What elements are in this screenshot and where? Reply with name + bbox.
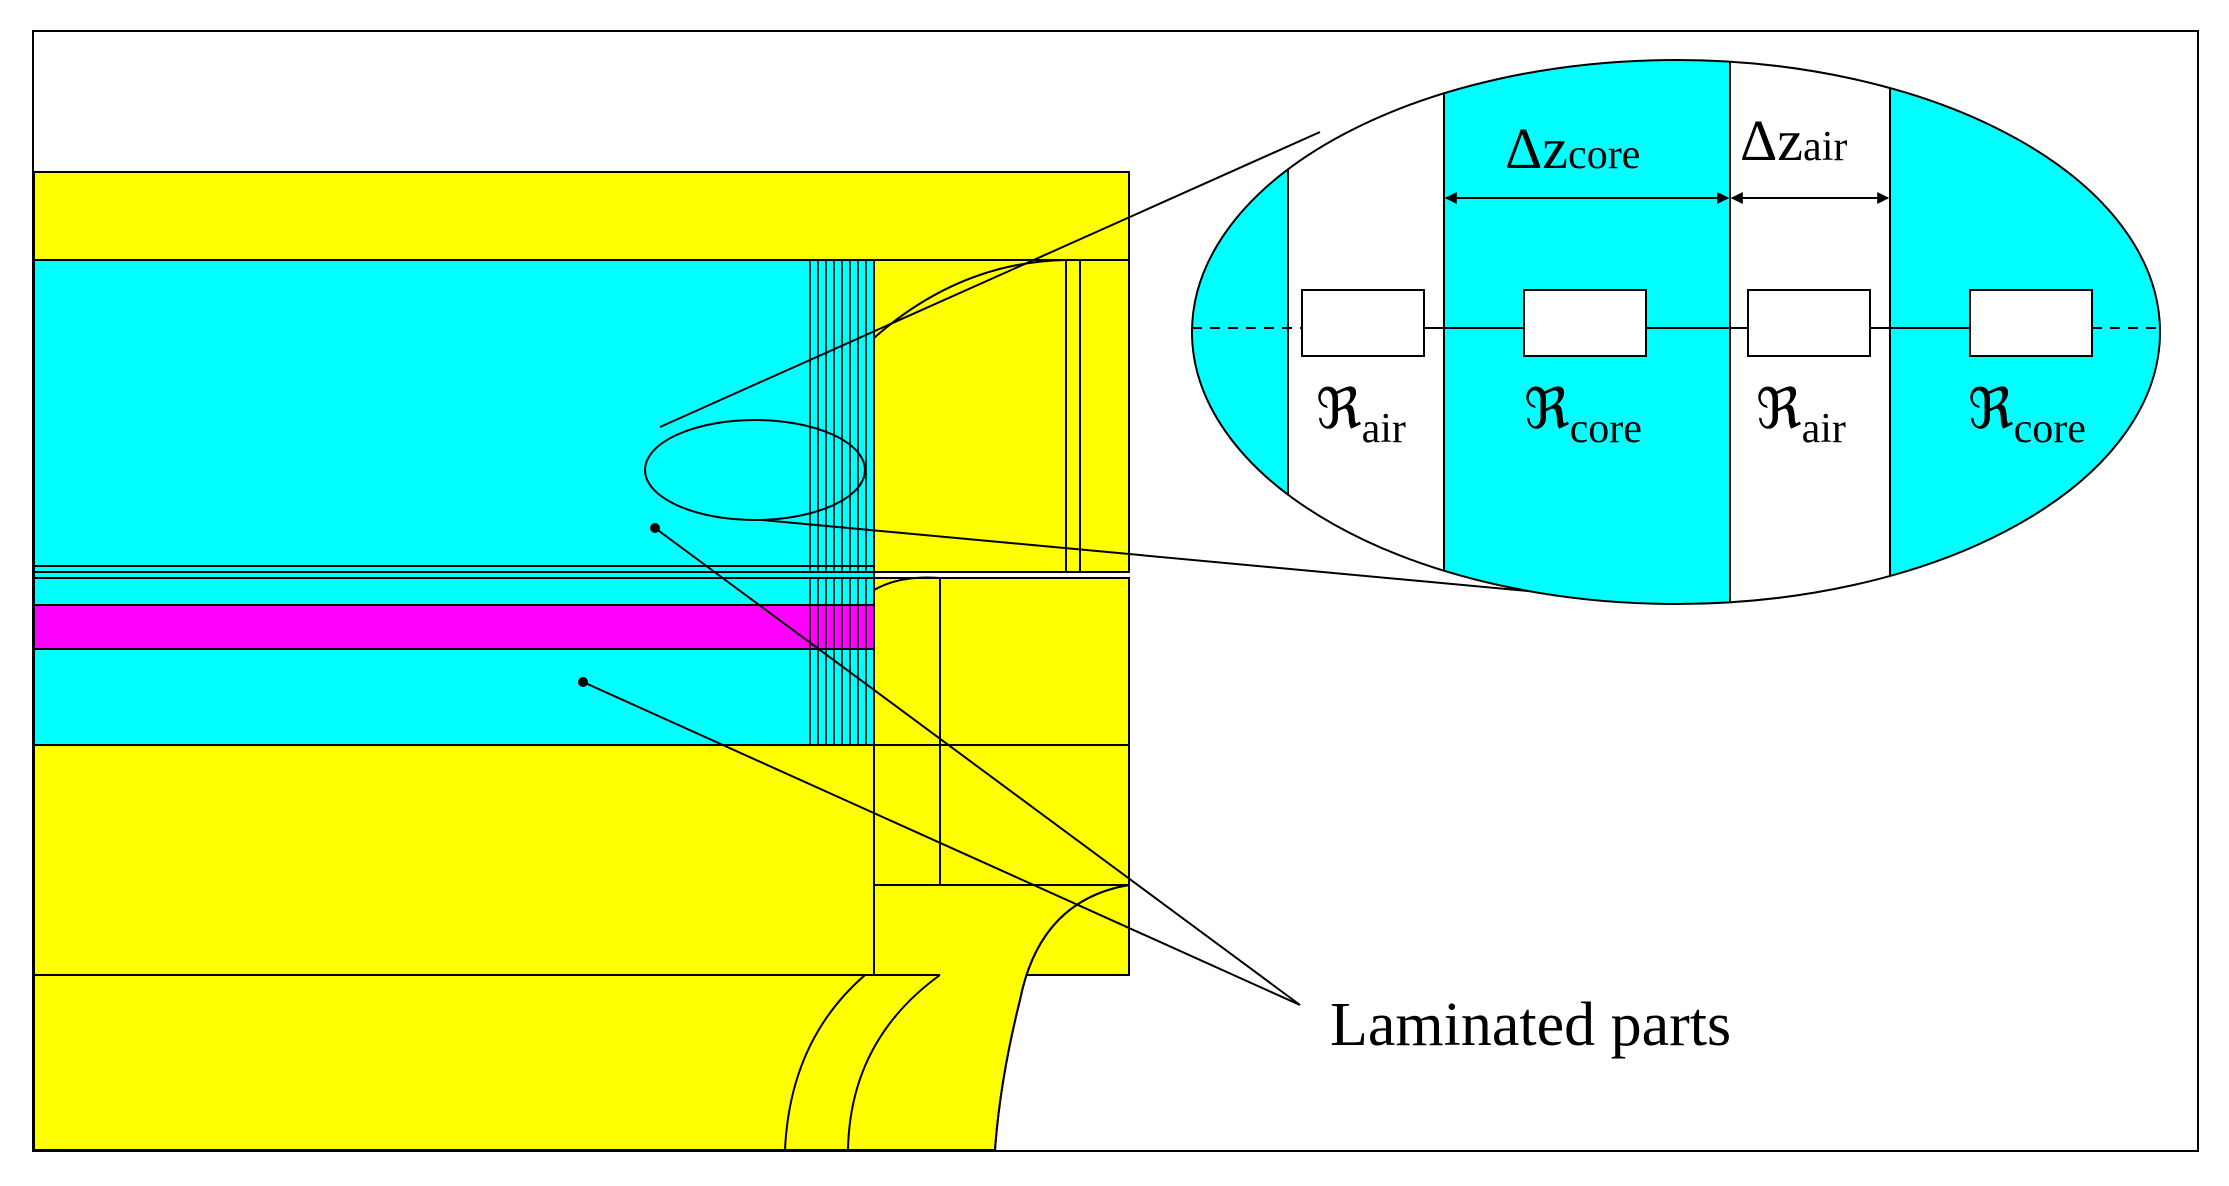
reluctance-label-air-2: ℜair — [1756, 379, 1846, 452]
zoom-source-ellipse — [644, 419, 866, 521]
magnet-strip — [33, 604, 875, 650]
laminated-stack-upper — [33, 259, 875, 573]
callout-label: Laminated parts — [1330, 991, 1731, 1059]
reluctance-box-core-2 — [1969, 289, 2093, 357]
laminated-stack-lower — [33, 577, 875, 746]
callout-leader-upper — [654, 527, 1301, 1006]
zoom-line-top — [659, 131, 1321, 428]
machine-cross-section — [33, 171, 1130, 1151]
housing-top — [33, 171, 1130, 261]
delta-z-air-label: Δzair — [1740, 108, 1847, 173]
end-ring-upper — [873, 259, 1130, 573]
delta-z-core-label: Δzcore — [1505, 116, 1640, 181]
callout-leader-lower — [582, 681, 1301, 1006]
lamination-lines — [809, 260, 867, 745]
reluctance-label-core-2: ℜcore — [1968, 379, 2086, 452]
end-ring-middle — [873, 577, 1130, 746]
reluctance-box-air-2 — [1747, 289, 1871, 357]
reluctance-label-core-1: ℜcore — [1524, 379, 1642, 452]
reluctance-box-core-1 — [1523, 289, 1647, 357]
reluctance-label-air-1: ℜair — [1316, 379, 1406, 452]
laminated-parts-callout: Laminated parts — [578, 523, 1731, 1059]
reluctance-box-air-1 — [1301, 289, 1425, 357]
zoom-line-bottom — [761, 519, 1561, 595]
